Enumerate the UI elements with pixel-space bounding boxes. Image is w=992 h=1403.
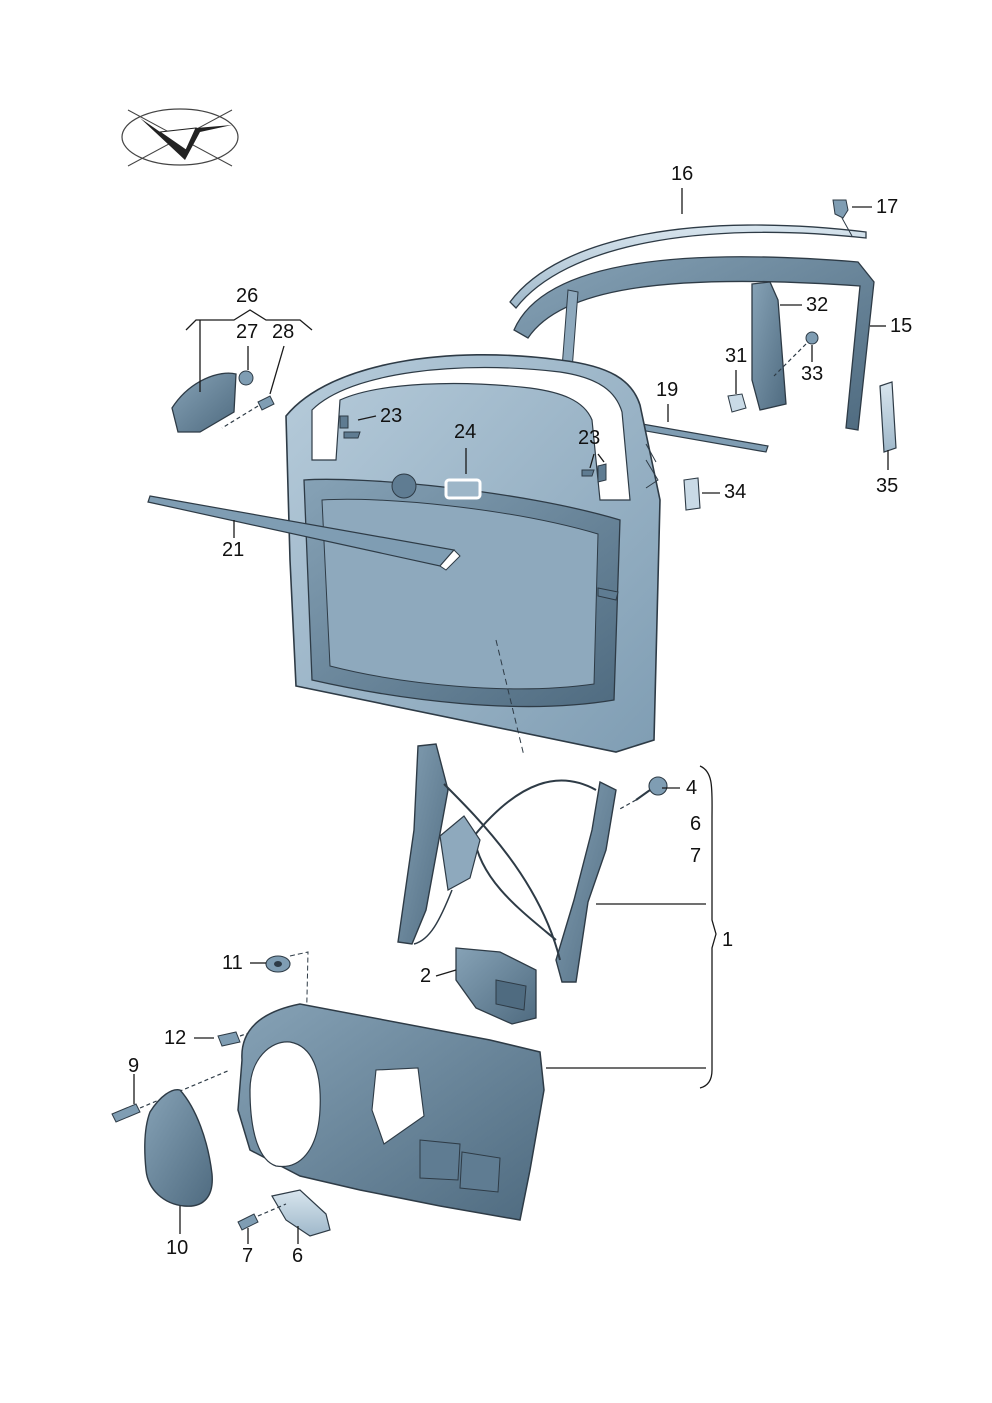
callout-7-bottom[interactable]: 7 [242,1245,254,1267]
nut-part-27[interactable] [238,370,254,386]
callout-19[interactable]: 19 [656,379,679,401]
window-regulator[interactable] [397,743,617,983]
pillar-trim[interactable] [751,281,787,411]
screw-part-7[interactable] [237,1203,287,1231]
bolt-part-4[interactable] [617,776,668,811]
window-motor[interactable] [455,947,537,1025]
strip-part-35[interactable] [879,381,897,453]
washer-part-11[interactable] [265,951,309,1041]
roof-seal-strip[interactable] [509,224,867,309]
callout-4[interactable]: 4 [686,777,698,799]
callout-34[interactable]: 34 [724,481,747,503]
clip-part-31[interactable] [727,393,747,413]
seal-part-34[interactable] [683,477,701,511]
callout-7-top[interactable]: 7 [690,845,702,867]
callout-26[interactable]: 26 [236,285,259,307]
clip-part-17[interactable] [832,199,853,237]
screw-part-33[interactable] [773,331,819,377]
callout-27[interactable]: 27 [236,321,259,343]
callout-35[interactable]: 35 [876,475,899,497]
callout-23-right[interactable]: 23 [578,427,601,449]
door-shell[interactable] [285,353,661,753]
callout-6-top[interactable]: 6 [690,813,702,835]
callout-21[interactable]: 21 [222,539,245,561]
callout-28[interactable]: 28 [272,321,295,343]
pad-part-23-left[interactable] [339,415,361,439]
screw-part-9[interactable] [111,1069,231,1123]
callout-10[interactable]: 10 [166,1237,189,1259]
screw-part-28[interactable] [221,395,275,429]
window-strip-outer[interactable] [147,495,461,571]
view-direction-icon [121,108,239,167]
callout-1[interactable]: 1 [722,929,734,951]
sealing-foil[interactable] [144,1089,213,1207]
callout-32[interactable]: 32 [806,294,829,316]
callout-11[interactable]: 11 [222,952,243,974]
callout-12[interactable]: 12 [164,1027,187,1049]
assembly-guide-line-2 [645,443,659,489]
callout-9[interactable]: 9 [128,1055,140,1077]
pad-part-23-right[interactable] [581,463,607,483]
callout-17[interactable]: 17 [876,196,899,218]
callout-15[interactable]: 15 [890,315,913,337]
callout-2[interactable]: 2 [420,965,432,987]
bracket-part-6[interactable] [271,1189,331,1237]
callout-24[interactable]: 24 [454,421,477,443]
leader-lines [133,188,889,1244]
callout-6-bottom[interactable]: 6 [292,1245,304,1267]
assembly-carrier[interactable] [237,1003,545,1221]
callout-33[interactable]: 33 [801,363,824,385]
mirror-triangle-cover[interactable] [171,372,237,433]
callout-31[interactable]: 31 [725,345,748,367]
callout-23-left[interactable]: 23 [380,405,403,427]
callout-16[interactable]: 16 [671,163,694,185]
